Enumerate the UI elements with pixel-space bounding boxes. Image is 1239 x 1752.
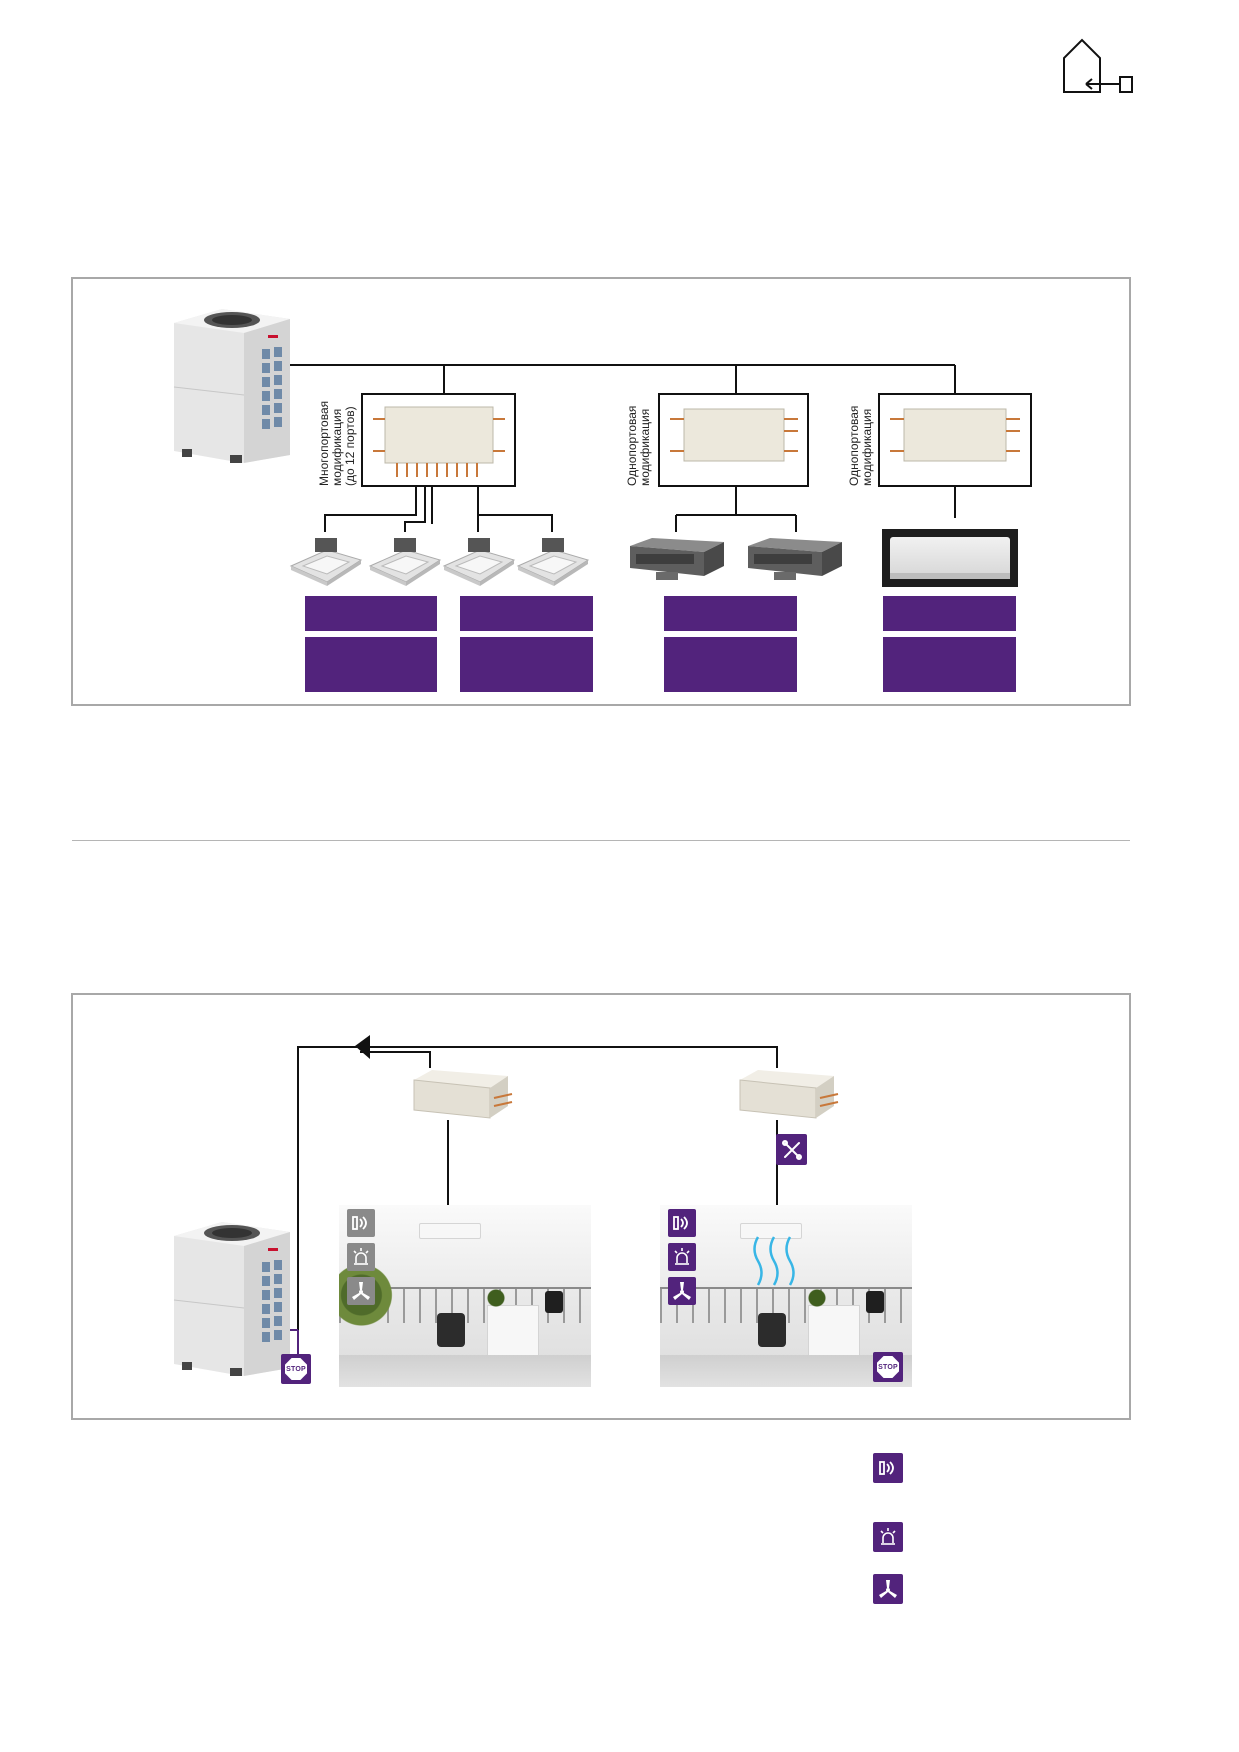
spec-block-3-bottom [664,637,797,692]
wrench-screwdriver-icon [776,1134,807,1165]
leak-sensor-icon [347,1209,375,1237]
spec-block-4-top [883,596,1016,631]
stop-sign-room: STOP [873,1352,903,1382]
duct-unit-1 [626,532,728,584]
cassette-unit-2 [366,532,444,588]
outdoor-unit-image-2 [170,1218,295,1378]
outdoor-unit-image [170,305,295,465]
stop-sign-outdoor: STOP [281,1354,311,1384]
spec-block-4-bottom [883,637,1016,692]
stop-label: STOP [878,1363,898,1371]
alarm-light-icon [347,1243,375,1271]
spec-block-1-bottom [305,637,437,692]
cassette-unit-1 [287,532,365,588]
house-with-arrow-icon [1060,36,1136,100]
section-divider [72,840,1130,841]
legend-leak-sensor-icon [873,1453,903,1483]
refrigerant-leak-waves [753,1236,795,1286]
branch-box-multiport [361,393,516,487]
diagram1-piping-lines [288,364,956,532]
fan-icon [668,1277,696,1305]
room-photo-normal [339,1205,591,1387]
alarm-light-icon [668,1243,696,1271]
spec-block-3-top [664,596,797,631]
stop-label: STOP [286,1365,306,1373]
legend-fan-icon [873,1574,903,1604]
spec-block-2-bottom [460,637,593,692]
cassette-unit-3 [440,532,518,588]
branch-box-room-2 [736,1068,840,1124]
room-photo-leak [660,1205,912,1387]
branch-box-singleport-a [658,393,809,487]
spec-block-1-top [305,596,437,631]
legend-alarm-light-icon [873,1522,903,1552]
spec-block-2-top [460,596,593,631]
cassette-unit-4 [514,532,592,588]
fan-icon [347,1277,375,1305]
branch-box-room-1 [410,1068,514,1124]
duct-unit-2 [744,532,846,584]
wall-unit [882,529,1018,587]
leak-sensor-icon [668,1209,696,1237]
branch-box-singleport-b [878,393,1032,487]
